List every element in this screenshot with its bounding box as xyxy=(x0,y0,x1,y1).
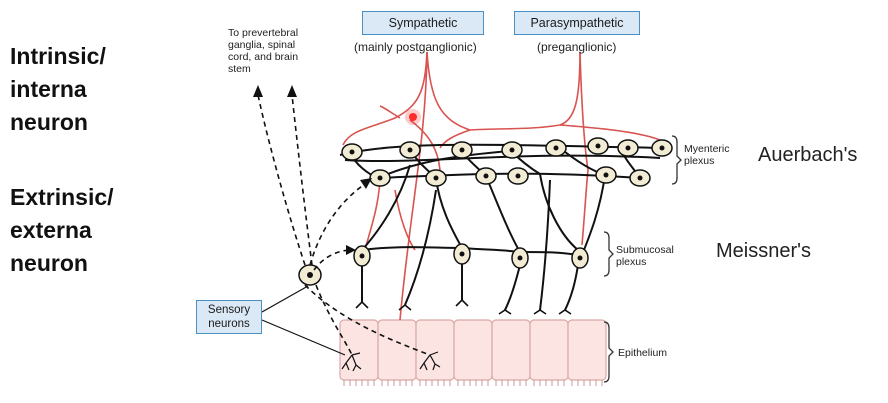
extrinsic-label-line3: neuron xyxy=(10,250,88,276)
sympathetic-subtitle: (mainly postganglionic) xyxy=(354,40,477,54)
arrowheads xyxy=(253,85,372,255)
sensory-pathways xyxy=(257,94,431,356)
submucosal-nuclei xyxy=(359,251,583,261)
sensory-neuron-body xyxy=(298,264,322,286)
extrinsic-label-line2: externa xyxy=(10,217,92,243)
sensory-neurons-box: Sensory neurons xyxy=(196,300,262,334)
sensory-label-lines xyxy=(261,285,346,356)
intrinsic-label-line1: Intrinsic/ xyxy=(10,43,106,69)
intrinsic-label-line2: interna xyxy=(10,76,87,102)
meissner-label: Meissner's xyxy=(716,240,811,262)
extrinsic-label-line1: Extrinsic/ xyxy=(10,184,114,210)
auerbach-label: Auerbach's xyxy=(758,144,858,166)
submucosal-plexus-label: Submucosal plexus xyxy=(616,244,674,268)
parasympathetic-box: Parasympathetic xyxy=(514,11,640,35)
sensory-endings xyxy=(341,351,441,372)
plexus-network xyxy=(339,143,666,311)
pointer-dot xyxy=(405,109,421,125)
myenteric-neurons xyxy=(341,137,673,187)
epithelium-cells xyxy=(339,319,607,381)
neuron-type-labels: Intrinsic/ interna neuron Extrinsic/ ext… xyxy=(10,40,200,280)
sympathetic-box: Sympathetic xyxy=(362,11,484,35)
layer-brackets xyxy=(603,135,682,383)
prevertebral-label: To prevertebral ganglia, spinal cord, an… xyxy=(228,27,299,75)
epithelium-label: Epithelium xyxy=(618,347,668,359)
myenteric-plexus-label: Myenteric plexus xyxy=(684,143,730,167)
parasympathetic-subtitle: (preganglionic) xyxy=(537,40,617,54)
microvilli xyxy=(343,380,603,386)
autonomic-fibers xyxy=(342,51,661,321)
myenteric-nuclei xyxy=(349,143,665,181)
intrinsic-label-line3: neuron xyxy=(10,109,88,135)
nerve-terminals xyxy=(355,298,572,315)
